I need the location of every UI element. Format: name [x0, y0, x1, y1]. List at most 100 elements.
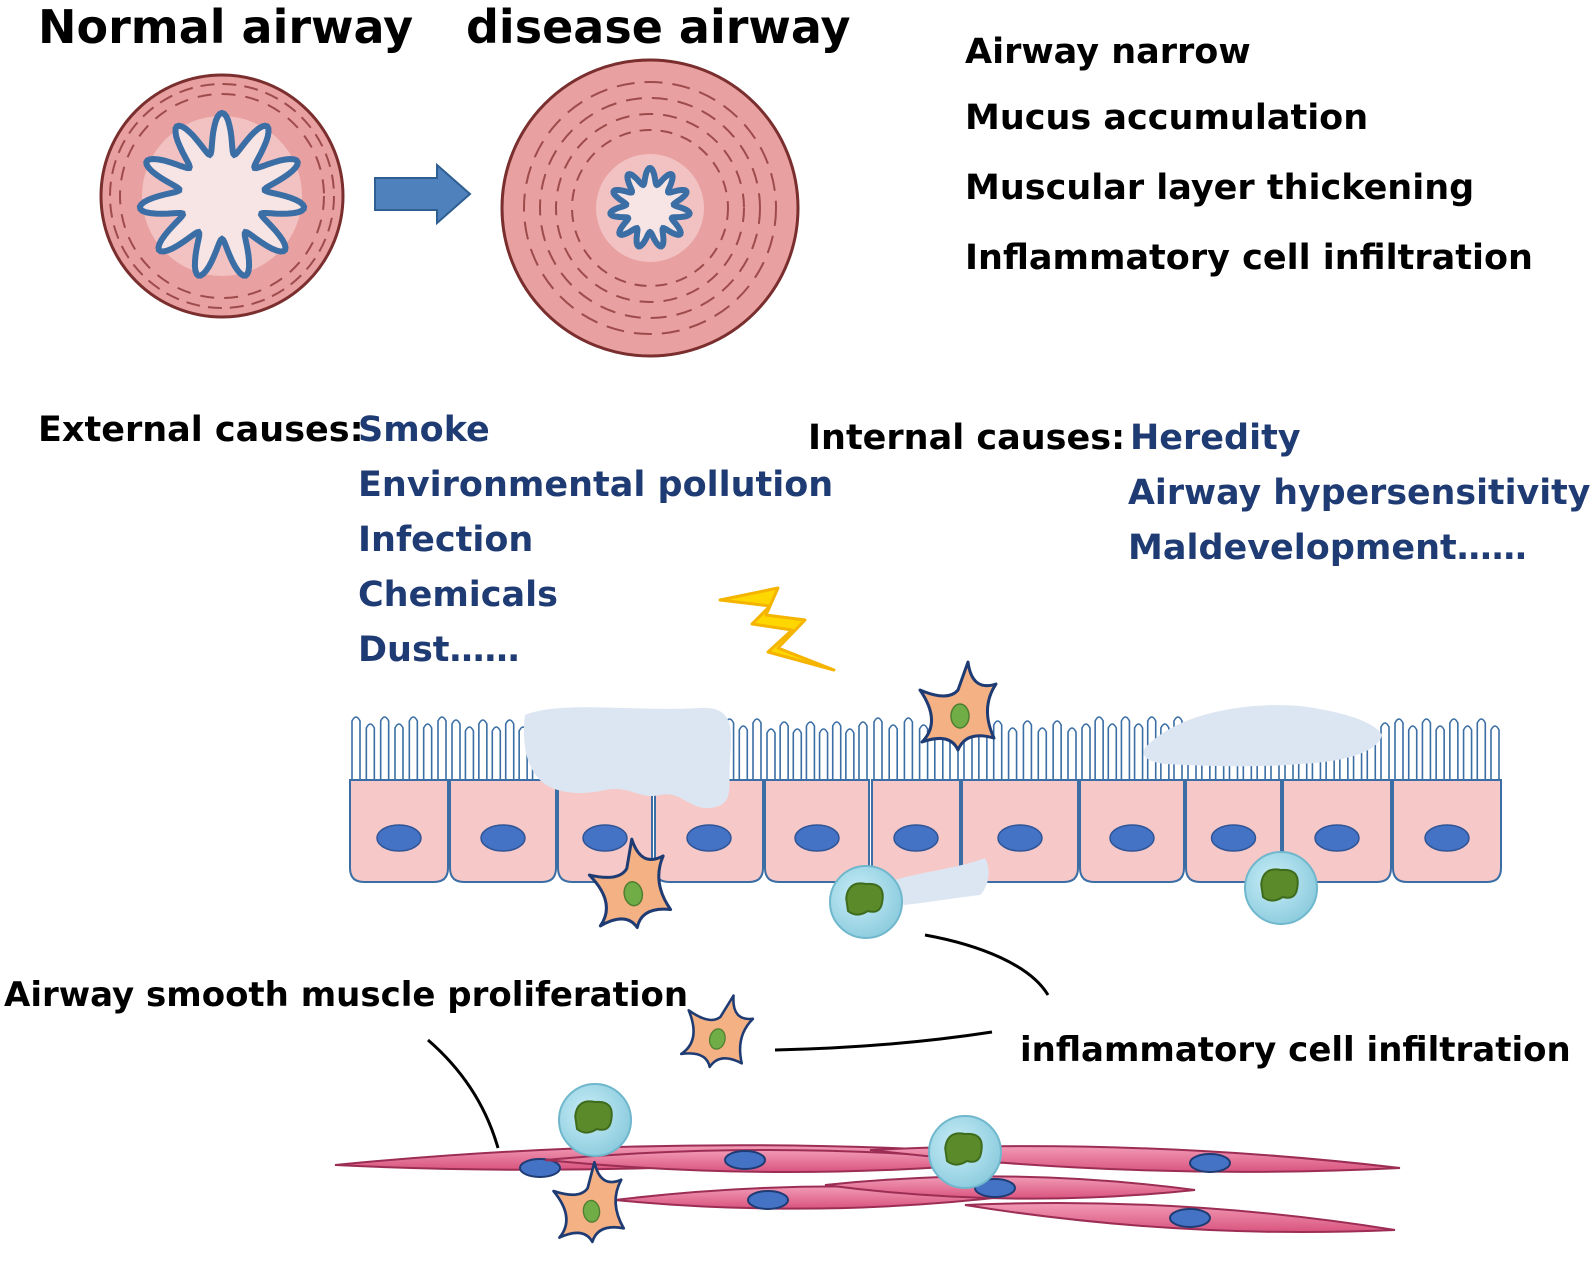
cilium [491, 726, 502, 780]
fiber-nucleus [519, 1158, 561, 1178]
cilium [1407, 725, 1418, 780]
cilium [1380, 722, 1390, 780]
inflammation-pointer-line [924, 933, 1050, 996]
cilium [1022, 720, 1033, 780]
dendritic-cell [552, 1160, 626, 1244]
cilium [805, 721, 816, 780]
cilium [365, 723, 376, 780]
cilium [1146, 716, 1157, 780]
macrophage-nucleus [574, 1100, 613, 1134]
cilium [992, 720, 1003, 780]
mucus [523, 705, 1382, 905]
fiber-nucleus [724, 1150, 766, 1170]
cilium [1421, 718, 1432, 780]
epithelial-cell [349, 716, 449, 883]
fiber-nucleus [1189, 1153, 1231, 1173]
inflammatory-cells [552, 660, 1318, 1244]
cilium [1476, 718, 1487, 780]
dendritic-nucleus [582, 1199, 601, 1223]
cilium [1094, 716, 1104, 780]
smooth-muscle-layer [334, 1144, 1401, 1234]
macrophage-cell [928, 1115, 1002, 1189]
cilium [1067, 727, 1077, 780]
cilium [1037, 727, 1048, 780]
cilium [1160, 723, 1170, 780]
cell-nucleus [376, 824, 422, 852]
annotation-lines [427, 933, 1050, 1149]
cell-nucleus [1314, 824, 1360, 852]
cilium [903, 717, 914, 780]
external-cause-item: Infection [358, 520, 534, 560]
cilium [1394, 718, 1404, 780]
epithelial-cell [449, 719, 557, 883]
normal-epithelium-folds [136, 109, 308, 279]
cell-nucleus [1424, 824, 1470, 852]
dendritic-nucleus [623, 881, 644, 907]
smooth-muscle-fiber [964, 1201, 1396, 1234]
external-causes-heading: External causes: [38, 410, 364, 450]
epithelial-cell [764, 721, 870, 883]
epithelial-cell [961, 720, 1079, 883]
mucus-blob [523, 707, 732, 809]
cilium [779, 721, 789, 780]
normal-airway-cross-section [99, 73, 345, 319]
cilium [873, 717, 883, 780]
progression-arrow [374, 162, 472, 226]
cilium [792, 728, 803, 780]
inflammation-pointer-line [774, 1030, 993, 1052]
fiber-nucleus [1169, 1208, 1211, 1228]
muscle-proliferation-label: Airway smooth muscle proliferation [4, 975, 689, 1015]
cilium [818, 728, 829, 780]
epithelial-cell [654, 718, 764, 883]
cilium [408, 716, 419, 780]
cilium [351, 716, 361, 780]
normal-airway-title: Normal airway [38, 0, 414, 54]
dendritic-cell [918, 660, 998, 752]
cilium [1133, 723, 1144, 780]
cilium [766, 728, 776, 780]
epithelial-cell [871, 717, 961, 883]
external-cause-item: Dust…… [358, 630, 520, 670]
cilium [918, 724, 929, 780]
cell-nucleus [1109, 824, 1155, 852]
cilium [1052, 720, 1062, 780]
cell-nucleus [794, 824, 840, 852]
internal-cause-item: Airway hypersensitivity [1128, 473, 1591, 513]
dendritic-cell [679, 994, 755, 1069]
external-cause-item: Chemicals [358, 575, 559, 615]
macrophage-cell [558, 1083, 632, 1157]
cilium [1007, 727, 1018, 780]
disease-airway-cross-section [500, 58, 800, 358]
macrophage-cell [829, 865, 903, 939]
cilium [738, 725, 749, 780]
internal-cause-item: Heredity [1130, 418, 1301, 458]
muscle-pointer-line [427, 1038, 500, 1149]
cell-nucleus [997, 824, 1043, 852]
inflammatory-infiltration-label: inflammatory cell infiltration [1020, 1030, 1571, 1070]
cilium [478, 719, 488, 780]
cell-nucleus [1210, 824, 1257, 852]
cilium [1490, 725, 1500, 780]
cilium [1435, 725, 1445, 780]
cilium [394, 723, 404, 780]
cilium [422, 723, 433, 780]
cilium [1107, 723, 1118, 780]
cilium [451, 719, 461, 780]
internal-cause-item: Maldevelopment…… [1128, 528, 1527, 568]
cilium [1120, 716, 1131, 780]
dendritic-nucleus [950, 703, 970, 729]
disease-airway-title: disease airway [466, 0, 851, 54]
smooth-muscle-fiber [544, 1149, 1011, 1173]
macrophage-cell [1244, 851, 1318, 925]
cilium [1462, 725, 1473, 780]
epithelial-cell [1392, 718, 1502, 883]
cilium [1081, 723, 1091, 780]
cilium [437, 716, 447, 780]
epithelial-cell [1079, 716, 1185, 883]
lightning-bolt [718, 586, 836, 672]
dendritic-nucleus [708, 1028, 726, 1050]
cilium [464, 726, 475, 780]
internal-causes-heading: Internal causes: [808, 418, 1126, 458]
cell-nucleus [480, 824, 526, 852]
